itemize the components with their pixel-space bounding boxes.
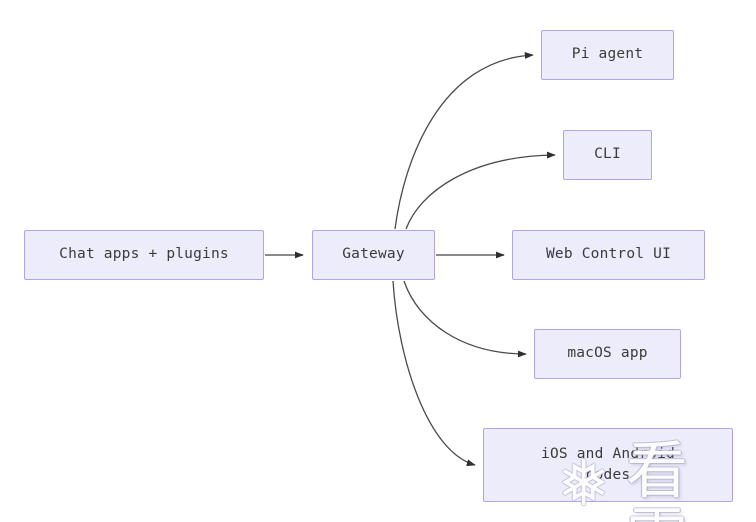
node-web-control-ui-label: Web Control UI: [545, 246, 672, 263]
node-cli-label: CLI: [594, 146, 621, 163]
node-chat-apps-plugins[interactable]: Chat apps + plugins: [24, 230, 264, 280]
node-ios-android-nodes[interactable]: iOS and Android nodes: [483, 428, 733, 502]
node-chat-apps-plugins-label: Chat apps + plugins: [59, 246, 229, 263]
node-gateway[interactable]: Gateway: [312, 230, 435, 280]
node-macos-app-label: macOS app: [567, 345, 648, 362]
edge-gateway-to-cli: [405, 151, 556, 230]
node-cli[interactable]: CLI: [563, 130, 652, 180]
node-pi-agent-label: Pi agent: [571, 46, 644, 63]
node-web-control-ui[interactable]: Web Control UI: [512, 230, 705, 280]
edge-gateway-to-pi: [394, 51, 534, 230]
node-gateway-label: Gateway: [342, 246, 405, 263]
node-macos-app[interactable]: macOS app: [534, 329, 681, 379]
edge-gateway-to-macos: [403, 280, 527, 358]
edge-gateway-to-ios: [392, 280, 476, 467]
node-pi-agent[interactable]: Pi agent: [541, 30, 674, 80]
node-ios-android-nodes-label: iOS and Android nodes: [541, 445, 675, 483]
